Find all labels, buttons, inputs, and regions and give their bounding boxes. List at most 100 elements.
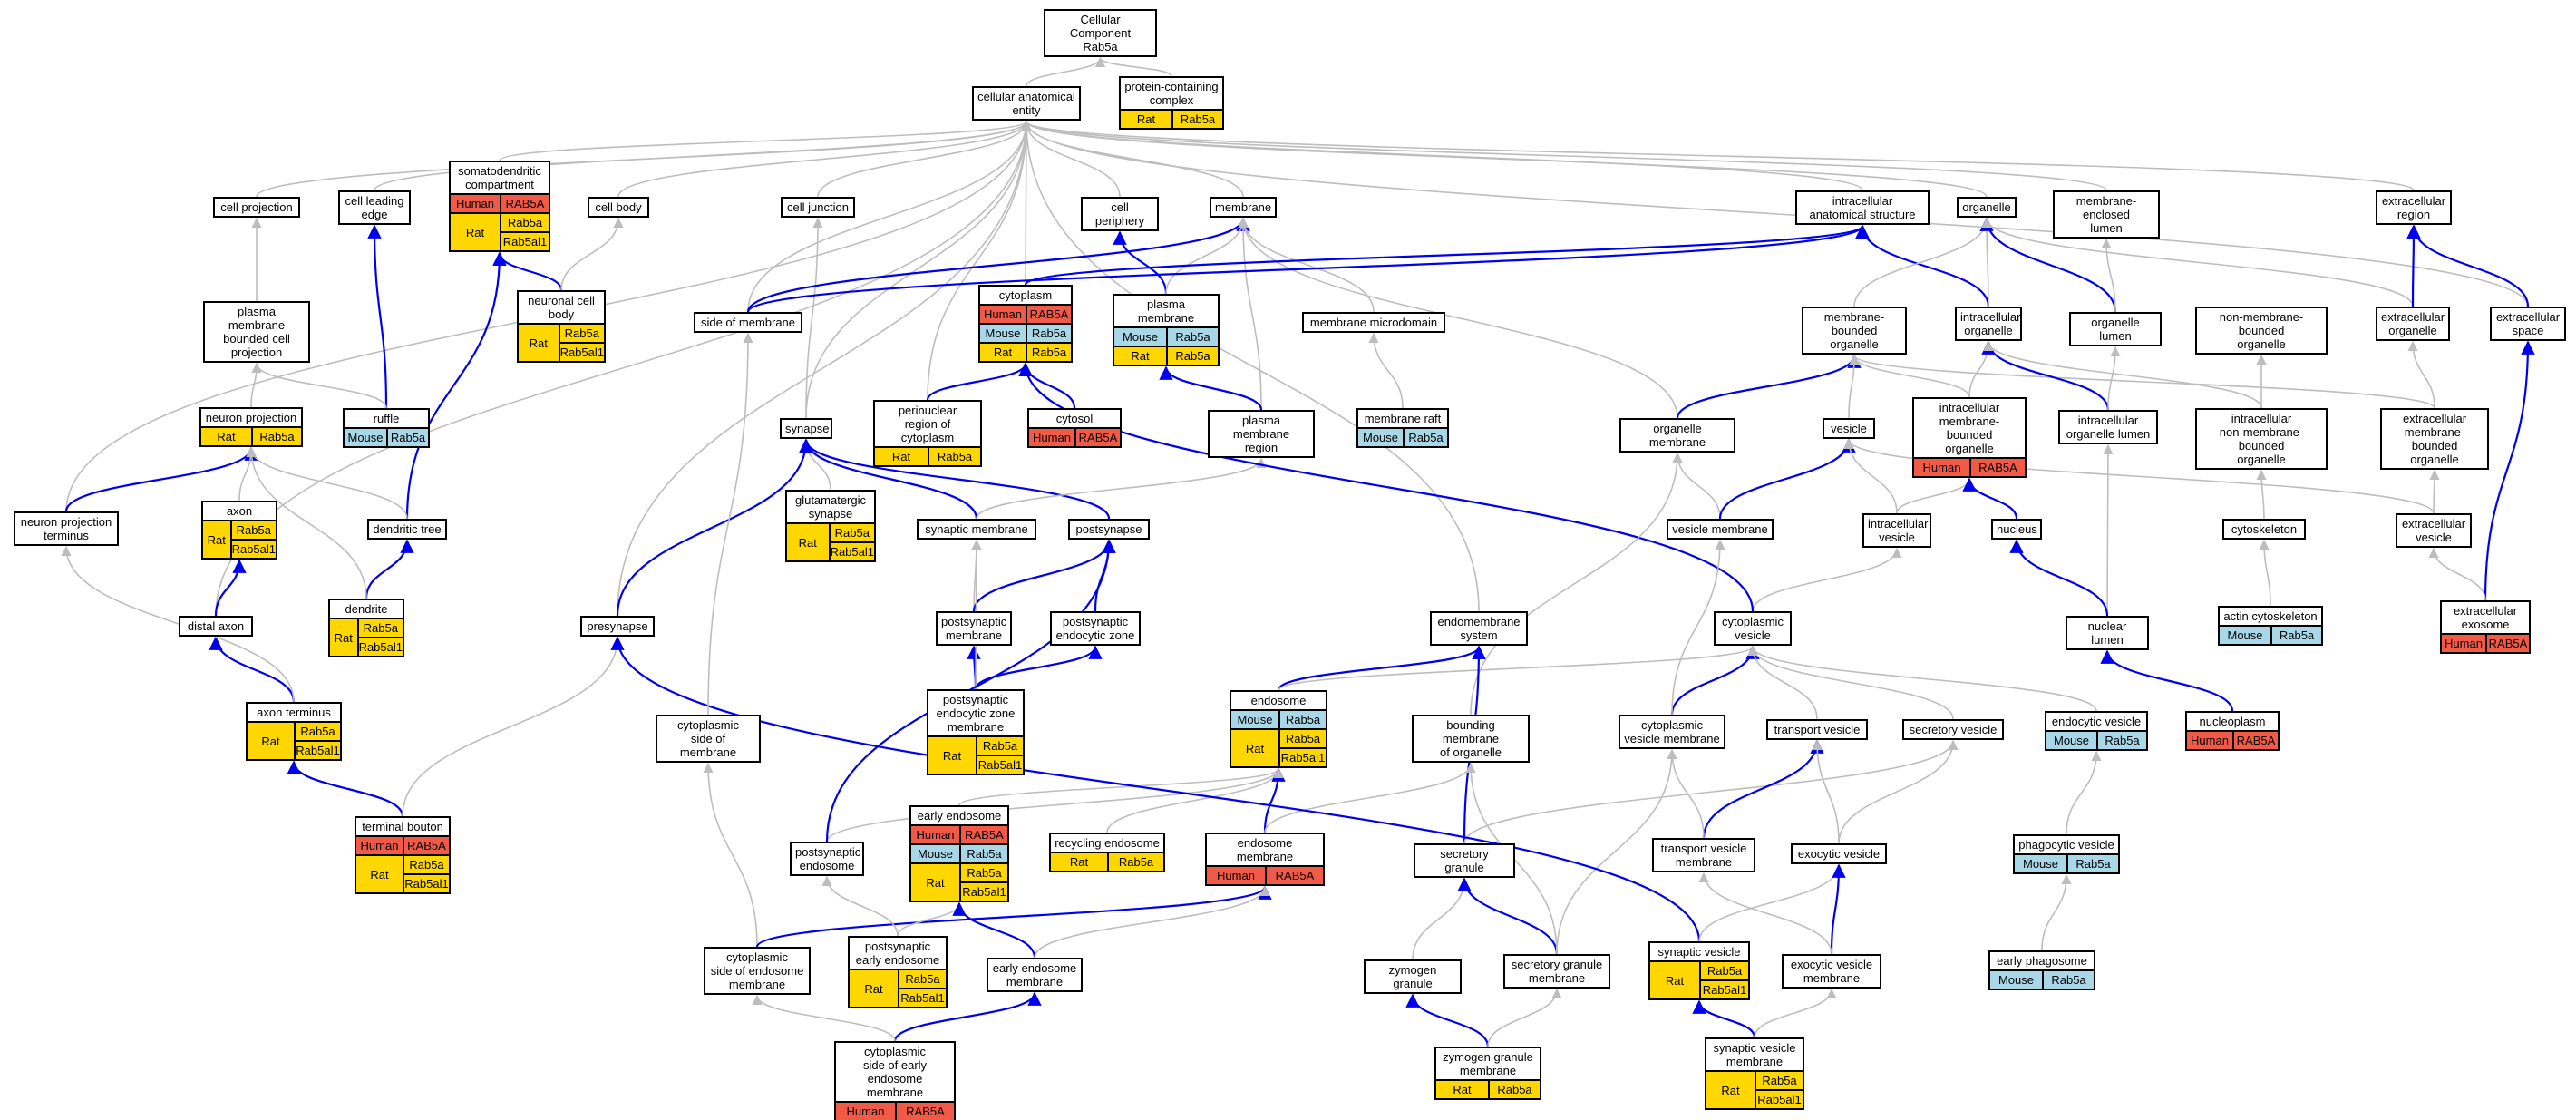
is-a-edge bbox=[2107, 346, 2121, 411]
go-term-label: distal axon bbox=[187, 619, 245, 633]
gene-symbol: Rab5a bbox=[1285, 713, 1321, 726]
go-term-node: extracellular region bbox=[2376, 190, 2452, 225]
go-term-label: zymogen granule membrane bbox=[1443, 1050, 1533, 1077]
go-term-label: transport vesicle membrane bbox=[1660, 842, 1747, 869]
gene-symbol: Rab5a bbox=[1762, 1074, 1797, 1087]
is-a-edge bbox=[893, 991, 1042, 1042]
is-a-edge bbox=[755, 885, 1272, 948]
is-a-edge bbox=[287, 760, 404, 817]
gene-symbol: Rab5al1 bbox=[1280, 747, 1326, 766]
species-label: Mouse bbox=[2015, 855, 2068, 872]
go-term-label: postsynaptic membrane bbox=[941, 615, 1007, 642]
go-term-node: distal axon bbox=[179, 616, 253, 637]
go-term-label: cell periphery bbox=[1094, 200, 1145, 228]
go-term-node: exocytic vesicle membrane bbox=[1782, 954, 1881, 989]
go-term-label: side of membrane bbox=[700, 316, 796, 329]
gene-symbol: Rab5al1 bbox=[830, 541, 874, 560]
is-a-edge bbox=[1830, 863, 1846, 955]
species-label: Rat bbox=[980, 344, 1027, 361]
go-term-label: intracellular organelle bbox=[1960, 310, 2021, 337]
is-a-edge bbox=[1034, 885, 1270, 959]
is-a-edge bbox=[1853, 217, 1992, 307]
go-term-node: extracellular membrane-bounded organelle bbox=[2380, 408, 2489, 470]
is-a-edge bbox=[703, 762, 758, 948]
is-a-edge bbox=[1238, 217, 1375, 313]
is-a-edge bbox=[1405, 993, 1490, 1047]
go-term-label: cytoskeleton bbox=[2231, 522, 2298, 536]
is-a-edge bbox=[1470, 452, 1683, 716]
go-term-node: membrane-bounded organelle bbox=[1802, 307, 1907, 355]
go-term-node: postsynaptic membrane bbox=[936, 611, 1012, 646]
go-term-node: side of membrane bbox=[694, 312, 802, 333]
go-term-node: plasma membrane bounded cell projection bbox=[203, 301, 310, 363]
go-term-label: vesicle membrane bbox=[1672, 522, 1768, 536]
go-term-node: dendritic tree bbox=[367, 519, 447, 540]
gene-symbol: Rab5a bbox=[409, 858, 444, 872]
go-term-node: cytoplasmic vesicle membrane bbox=[1619, 715, 1725, 749]
gene-symbol: RAB5A bbox=[1275, 869, 1315, 882]
go-term-node: intracellular organelle lumen bbox=[2058, 410, 2158, 444]
go-term-label: endomembrane system bbox=[1437, 615, 1521, 642]
gene-symbol: Rab5al1 bbox=[501, 231, 549, 250]
is-a-edge bbox=[1838, 739, 1959, 844]
is-a-edge bbox=[1159, 365, 1263, 411]
gene-symbol: Rab5a bbox=[1175, 330, 1210, 344]
go-term-label: endosome membrane bbox=[1236, 836, 1294, 863]
go-term-label: axon terminus bbox=[257, 706, 331, 719]
go-term-label: nuclear lumen bbox=[2087, 619, 2127, 647]
is-a-edge bbox=[1671, 539, 1725, 716]
species-label: Mouse bbox=[1231, 711, 1280, 728]
is-a-edge bbox=[1021, 120, 1480, 612]
go-term-node: secretory granule membrane bbox=[1503, 954, 1610, 989]
species-label: Mouse bbox=[1114, 328, 1168, 346]
gene-symbol: Rab5al1 bbox=[977, 755, 1023, 774]
go-term-node: cytoplasmic vesicle bbox=[1714, 611, 1792, 646]
is-a-edge bbox=[1106, 767, 1284, 833]
go-term-label: terminal bouton bbox=[362, 820, 443, 833]
species-label: Rat bbox=[1436, 1081, 1490, 1098]
species-label: Human bbox=[2187, 732, 2234, 749]
go-term-node: postsynaptic endosome bbox=[790, 842, 864, 876]
is-a-edge bbox=[617, 120, 1032, 198]
is-a-edge bbox=[610, 636, 1701, 942]
is-a-edge bbox=[958, 767, 1284, 806]
go-term-node: cytoskeleton bbox=[2222, 519, 2306, 540]
go-term-label: phagocytic vesicle bbox=[2018, 838, 2114, 852]
is-a-edge bbox=[64, 446, 258, 512]
go-term-label: endocytic vesicle bbox=[2051, 715, 2142, 728]
gene-symbol: Rab5a bbox=[1118, 855, 1154, 869]
go-term-label: plasma membrane bbox=[1137, 297, 1195, 325]
is-a-edge bbox=[1849, 354, 1970, 398]
go-term-node: transport vesicle membrane bbox=[1652, 838, 1755, 872]
is-a-edge bbox=[2406, 224, 2421, 307]
is-a-edge bbox=[402, 636, 623, 817]
gene-symbol: Rab5a bbox=[236, 523, 271, 537]
gene-symbol: Rab5a bbox=[1285, 732, 1321, 745]
is-a-edge bbox=[1024, 224, 1870, 287]
is-a-edge bbox=[1113, 230, 1168, 295]
species-label: Rat bbox=[330, 619, 359, 656]
species-label: Rat bbox=[451, 214, 501, 250]
is-a-edge bbox=[209, 636, 296, 703]
go-term-label: extracellular exosome bbox=[2453, 604, 2518, 631]
species-label: Mouse bbox=[2046, 732, 2098, 749]
